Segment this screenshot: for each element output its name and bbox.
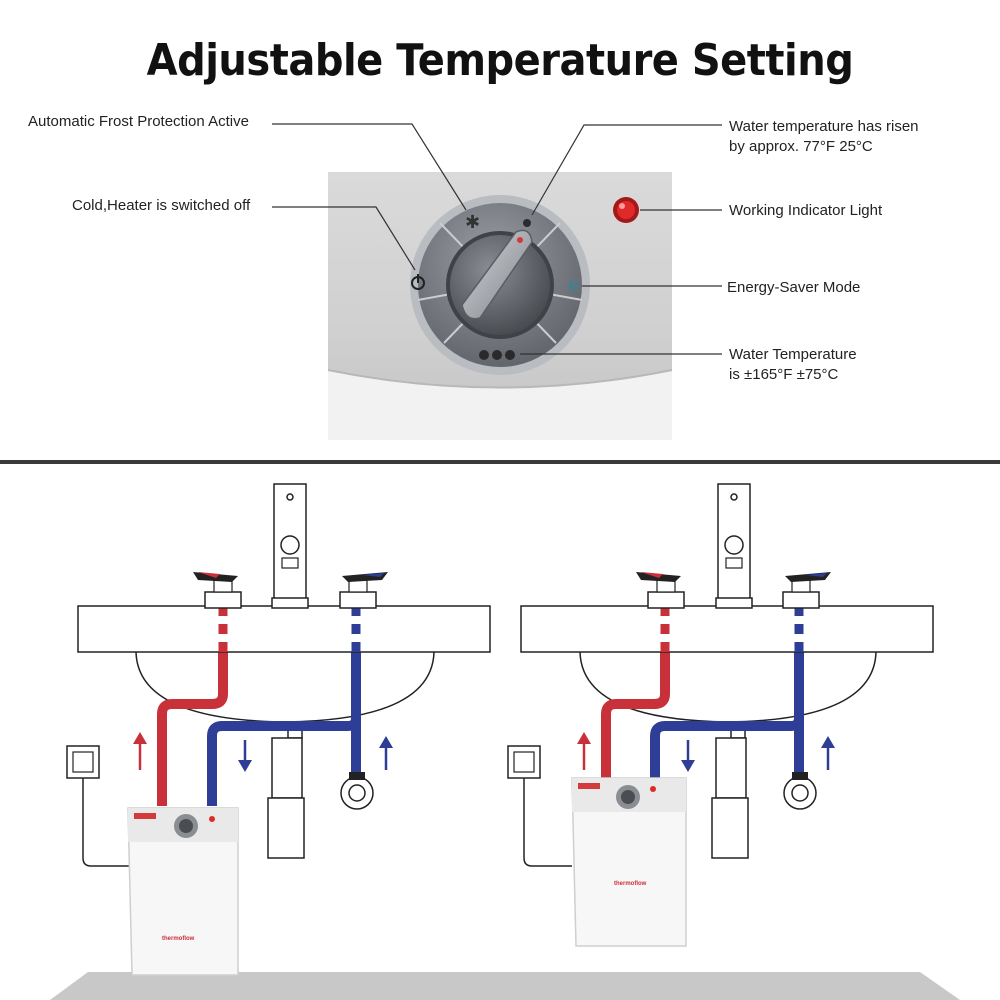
label-water-temp-line1: Water Temperature <box>729 346 857 363</box>
label-temp-risen-line2: by approx. 77°F 25°C <box>729 138 873 155</box>
control-panel-photo: ✱ e <box>327 172 673 440</box>
label-cold-off: Cold,Heater is switched off <box>72 197 251 214</box>
cold-flow-arrow-down <box>238 740 252 772</box>
page-title: Adjustable Temperature Setting <box>146 36 854 86</box>
water-heater-left: thermoflow <box>127 807 239 976</box>
hot-flow-arrow <box>133 732 147 770</box>
power-icon <box>411 274 425 290</box>
heater-brand: thermoflow <box>162 936 195 942</box>
snowflake-icon: ✱ <box>465 212 480 233</box>
callout-lines <box>272 123 722 355</box>
water-heater-right: thermoflow <box>571 777 687 947</box>
installation-diagram-left: thermoflow <box>66 483 491 976</box>
hot-flow-arrow <box>577 732 591 770</box>
cold-flow-arrow-up <box>821 736 835 770</box>
label-energy-saver: Energy-Saver Mode <box>727 279 861 296</box>
label-frost-protection: Automatic Frost Protection Active <box>28 113 249 130</box>
dot-icon <box>523 219 531 227</box>
heater-brand: thermoflow <box>614 881 647 887</box>
three-dots-icon <box>479 350 515 360</box>
floor <box>50 972 960 1000</box>
label-temp-risen-line1: Water temperature has risen <box>729 118 919 135</box>
working-indicator-light <box>613 197 639 223</box>
label-water-temp-line2: is ±165°F ±75°C <box>729 366 839 383</box>
label-working-indicator: Working Indicator Light <box>729 202 883 219</box>
energy-saver-icon: e <box>568 275 579 296</box>
cold-flow-arrow-down <box>681 740 695 772</box>
cold-flow-arrow-up <box>379 736 393 770</box>
installation-diagram-right: thermoflow <box>507 483 934 947</box>
